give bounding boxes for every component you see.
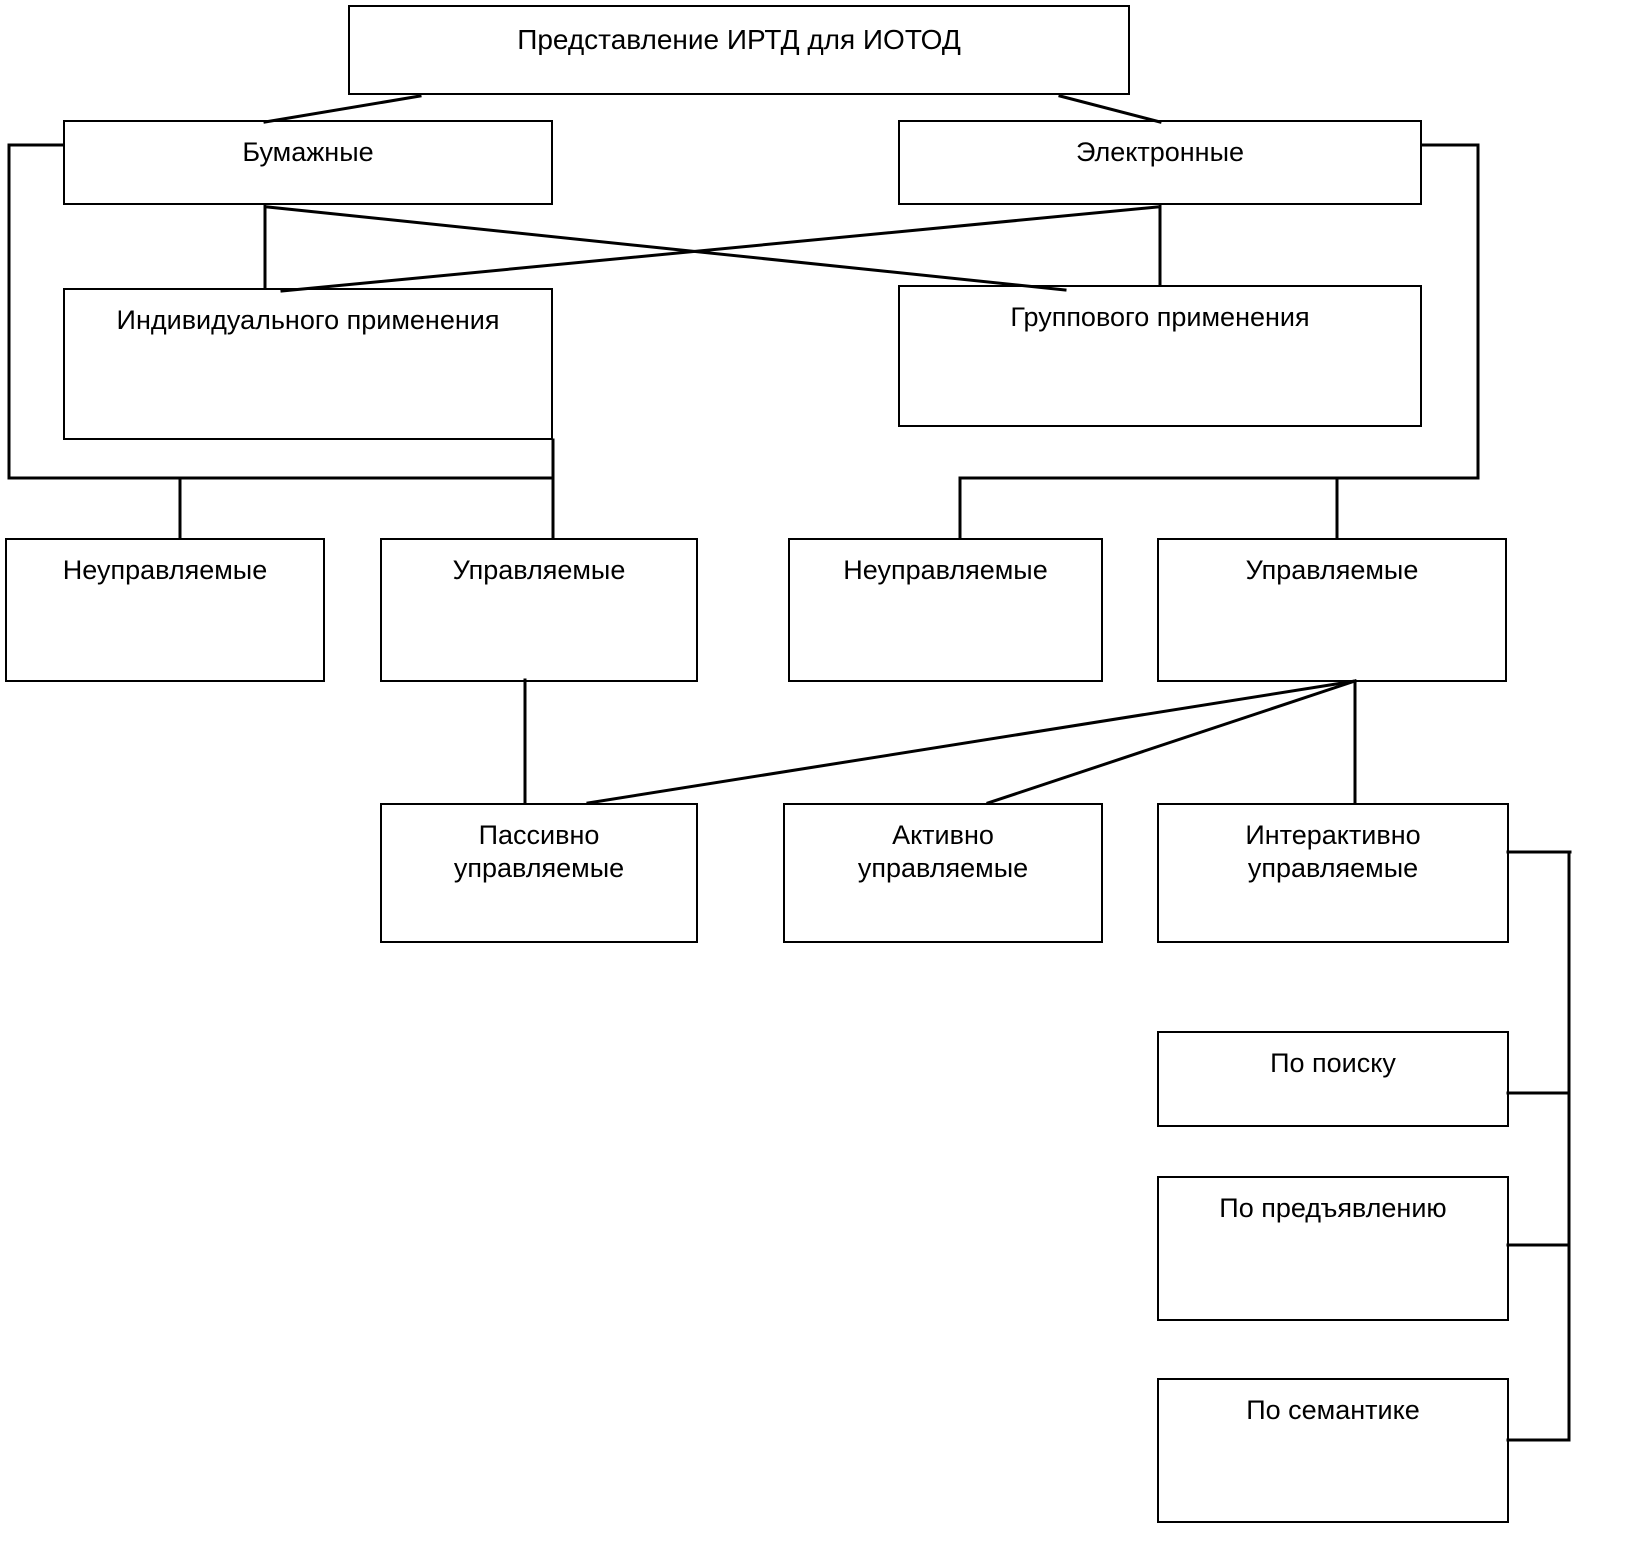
node-interactive-managed-label: Интерактивно управляемые xyxy=(1245,820,1421,883)
node-managed-electronic-label: Управляемые xyxy=(1245,555,1419,585)
node-passive-managed-label: Пассивно управляемые xyxy=(453,820,625,883)
node-root[interactable]: Представление ИРТД для ИОТОД xyxy=(348,5,1130,95)
edge-managed-right-to-passive xyxy=(586,679,1357,805)
node-active-managed[interactable]: Активно управляемые xyxy=(783,803,1103,943)
node-individual-use-label: Индивидуального применения xyxy=(116,305,500,335)
edge-right-bracket xyxy=(958,143,1480,480)
edge-root-to-paper xyxy=(263,94,422,124)
node-by-semantics[interactable]: По семантике xyxy=(1157,1378,1509,1523)
node-managed-electronic[interactable]: Управляемые xyxy=(1157,538,1507,682)
node-managed-paper[interactable]: Управляемые xyxy=(380,538,698,682)
node-by-semantics-label: По семантике xyxy=(1246,1395,1420,1425)
edge-left-bracket xyxy=(7,143,555,480)
node-unmanaged-electronic[interactable]: Неуправляемые xyxy=(788,538,1103,682)
node-by-search-label: По поиску xyxy=(1270,1048,1396,1078)
node-by-presentation-label: По предъявлению xyxy=(1219,1193,1447,1223)
node-paper-label: Бумажные xyxy=(242,137,374,167)
node-electronic[interactable]: Электронные xyxy=(898,120,1422,205)
node-interactive-managed[interactable]: Интерактивно управляемые xyxy=(1157,803,1509,943)
node-group-use-label: Группового применения xyxy=(1010,302,1310,332)
node-unmanaged-paper-label: Неуправляемые xyxy=(62,555,268,585)
edge-electronic-to-individual xyxy=(280,205,1159,293)
node-unmanaged-electronic-label: Неуправляемые xyxy=(843,555,1048,585)
node-by-search[interactable]: По поиску xyxy=(1157,1031,1509,1127)
edge-paper-to-group xyxy=(266,205,1067,292)
node-individual-use[interactable]: Индивидуального применения xyxy=(63,288,553,440)
node-electronic-label: Электронные xyxy=(1075,137,1245,167)
node-passive-managed[interactable]: Пассивно управляемые xyxy=(380,803,698,943)
edge-root-to-electronic xyxy=(1058,94,1162,124)
node-group-use[interactable]: Группового применения xyxy=(898,285,1422,427)
node-root-label: Представление ИРТД для ИОТОД xyxy=(517,24,961,55)
node-paper[interactable]: Бумажные xyxy=(63,120,553,205)
edge-interactive-bracket xyxy=(1567,850,1572,1442)
node-by-presentation[interactable]: По предъявлению xyxy=(1157,1176,1509,1321)
node-unmanaged-paper[interactable]: Неуправляемые xyxy=(5,538,325,682)
edge-managed-right-to-active xyxy=(986,679,1357,805)
node-managed-paper-label: Управляемые xyxy=(452,555,626,585)
node-active-managed-label: Активно управляемые xyxy=(857,820,1029,883)
